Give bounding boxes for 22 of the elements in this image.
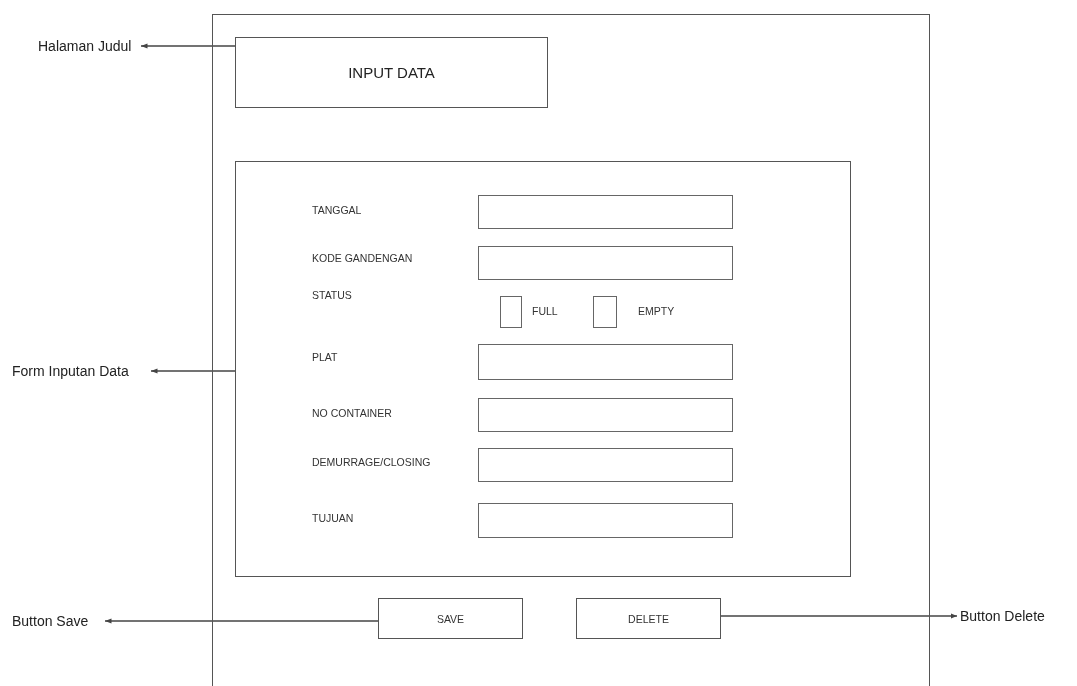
field-label: STATUS bbox=[312, 289, 352, 301]
button: DELETE bbox=[576, 598, 721, 639]
leader-line bbox=[140, 43, 236, 49]
form-panel bbox=[235, 161, 851, 577]
field-label: DEMURRAGE/CLOSING bbox=[312, 456, 431, 468]
field-label: TUJUAN bbox=[312, 512, 354, 524]
annotation-label: Button Delete bbox=[960, 606, 1065, 626]
field-label: PLAT bbox=[312, 351, 338, 363]
leader-line bbox=[150, 368, 236, 374]
annotation-label: Button Save bbox=[12, 611, 102, 631]
field-label: NO CONTAINER bbox=[312, 407, 392, 419]
annotation-label: Halaman Judul bbox=[38, 36, 138, 56]
field-label: KODE GANDENGAN bbox=[312, 252, 413, 264]
field-label: TANGGAL bbox=[312, 204, 362, 216]
button: SAVE bbox=[378, 598, 523, 639]
annotation-label: Form Inputan Data bbox=[12, 361, 148, 381]
title-box: INPUT DATA bbox=[235, 37, 548, 108]
leader-line bbox=[104, 618, 379, 624]
checkbox-label: FULL bbox=[532, 305, 558, 317]
checkbox-label: EMPTY bbox=[638, 305, 675, 317]
leader-line bbox=[720, 613, 958, 619]
screen-frame bbox=[212, 14, 930, 686]
